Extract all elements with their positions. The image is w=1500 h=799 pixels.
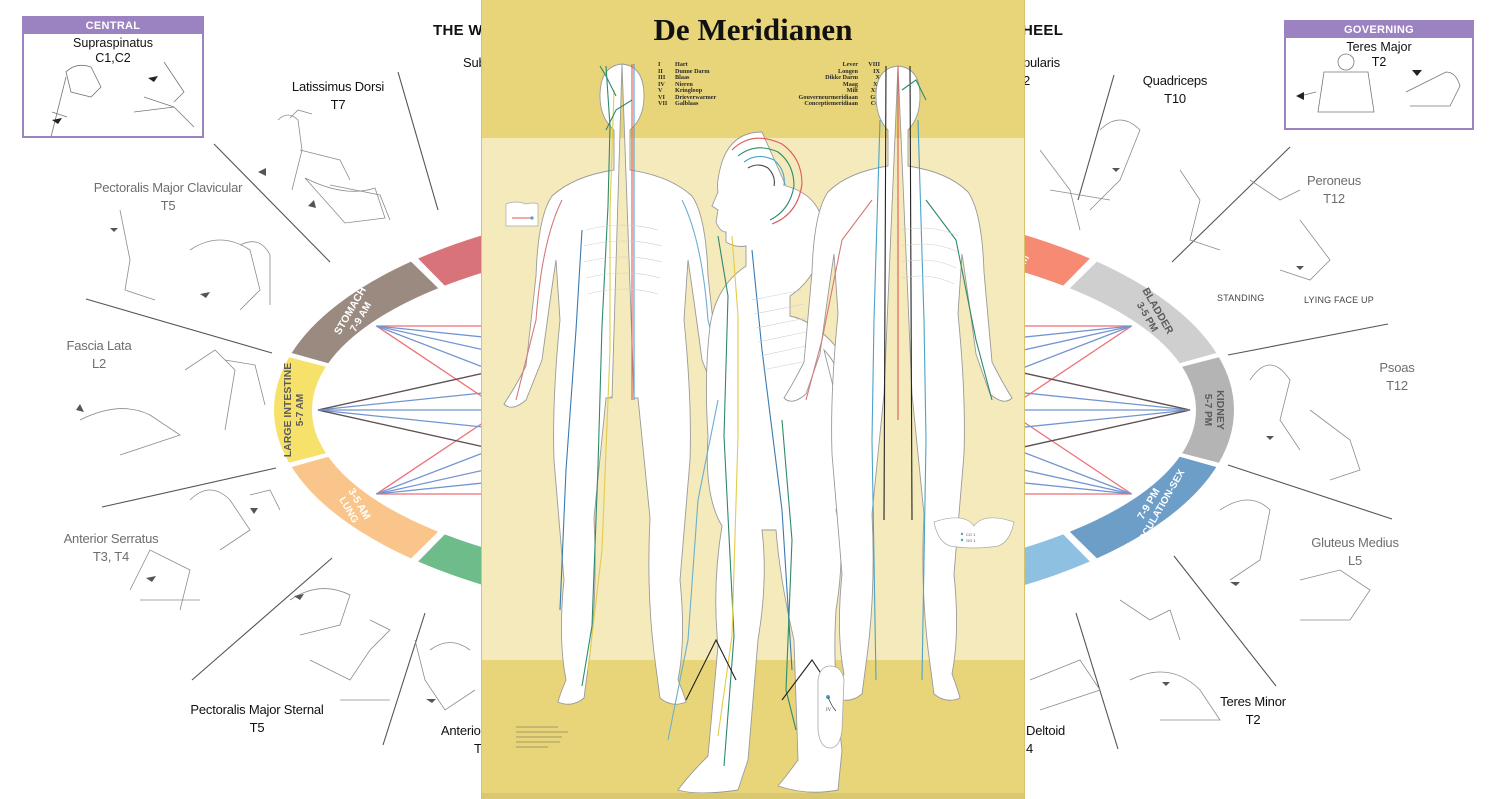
side-figure-meridians (667, 137, 833, 767)
governing-box-sketch (1296, 53, 1461, 113)
inset-label-go1: GO 1 (966, 538, 976, 543)
central-meridian-box: CENTRAL Supraspinatus C1,C2 (22, 16, 204, 138)
pose-tag-lying-face-up: LYING FACE UP (1304, 295, 1374, 305)
central-box-muscle: Supraspinatus (73, 36, 153, 50)
ear-inset (505, 201, 539, 227)
publisher-imprint (516, 726, 576, 751)
pose-tag-standing: STANDING (1217, 293, 1265, 303)
ring-segment-large-intestine (273, 357, 326, 463)
side-ribs (751, 289, 807, 371)
back-figure (783, 65, 1013, 701)
muscle-label-anterior-deltoid-partial: AnteriorT4 (440, 723, 489, 756)
sole-of-foot (817, 665, 845, 749)
governing-box-header: GOVERNING (1286, 22, 1472, 38)
front-figure-meridians (515, 64, 729, 687)
mouth-inset (933, 517, 1015, 549)
poster-title: De Meridianen (653, 12, 853, 47)
ring-segment-lung (291, 456, 439, 559)
central-box-level: C1,C2 (95, 51, 131, 65)
ring-segment-circulation-sex (1069, 456, 1217, 559)
governing-meridian-box: GOVERNING Teres Major T2 (1284, 20, 1474, 130)
governing-box-level: T2 (1371, 55, 1387, 69)
front-figure (503, 63, 741, 705)
central-box-header: CENTRAL (24, 18, 202, 34)
foot-label: IV (826, 708, 832, 713)
svg-text:5-7 PM: 5-7 PM (1202, 394, 1213, 426)
wheel-title-fragment-right: HEEL (1022, 22, 1064, 39)
ring-segment-stomach (291, 261, 439, 364)
central-box-sketch (50, 61, 195, 136)
exercise-sketches (79, 109, 1371, 721)
svg-text:5-7 AM: 5-7 AM (295, 394, 306, 426)
ring-segment-kidney (1182, 357, 1235, 463)
poster-bottom-edge (482, 793, 1024, 799)
ring-segment-bladder (1069, 261, 1217, 364)
back-ribs (901, 227, 959, 285)
svg-text:KIDNEY: KIDNEY (1214, 390, 1226, 430)
wheel-title-fragment-left: THE W (433, 22, 483, 39)
section-divider-lines (85, 71, 1393, 750)
inset-label-co1: CO 1 (966, 532, 976, 537)
back-figure-meridians (805, 65, 993, 681)
front-ribs (583, 224, 663, 295)
svg-text:LARGE INTESTINE: LARGE INTESTINE (282, 363, 294, 458)
anatomy-figures: CO 1 GO 1 IV (503, 63, 1015, 794)
governing-box-muscle: Teres Major (1346, 40, 1412, 54)
